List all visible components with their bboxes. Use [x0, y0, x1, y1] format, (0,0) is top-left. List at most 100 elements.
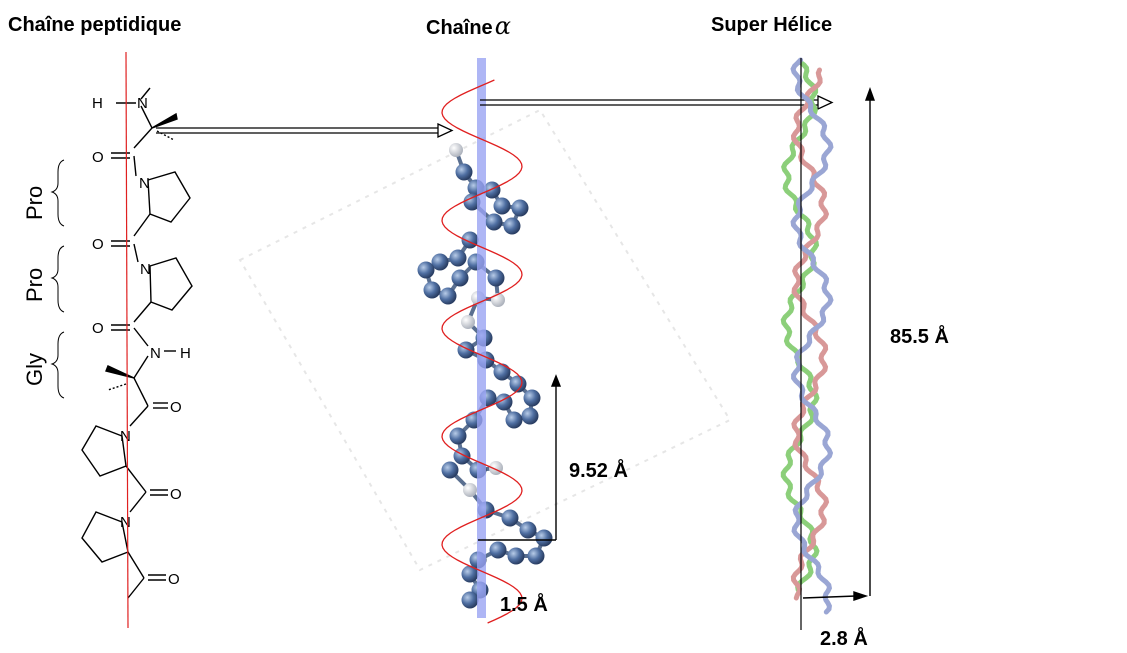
bond — [133, 213, 151, 237]
hydrogen-atom — [449, 143, 463, 157]
brace-gly — [50, 331, 65, 399]
atom-label-n: N — [137, 95, 148, 112]
bond — [129, 405, 149, 427]
heavy-atom — [423, 281, 441, 299]
strand-blue — [790, 57, 834, 615]
bond — [127, 577, 145, 599]
residue-label-pro-2: Pro — [22, 268, 47, 302]
bond — [133, 155, 137, 177]
heavy-atom — [449, 427, 467, 445]
bond — [140, 105, 153, 129]
super-helix-strands — [780, 57, 834, 615]
heavy-atom — [493, 363, 511, 381]
atom-label-o: O — [92, 236, 104, 253]
heavy-atom — [521, 407, 539, 425]
heavy-atom — [417, 261, 435, 279]
super-helix-title: Super Hélice — [711, 14, 832, 37]
atom-label-h: H — [92, 95, 103, 112]
atom-label-n: N — [120, 514, 131, 531]
heavy-atom — [449, 249, 467, 267]
hydrogen-atom — [461, 315, 475, 329]
pitch-indicator — [478, 374, 562, 541]
bond — [129, 491, 147, 513]
hydrogen-atom — [463, 483, 477, 497]
alpha-background-frame — [238, 108, 732, 572]
alpha-helix-trace — [441, 79, 523, 624]
atom-label-o: O — [92, 320, 104, 337]
super-helix-title-text: Super Hélice — [711, 14, 833, 36]
residue-label-gly: Gly — [22, 353, 47, 386]
super-rise-indicator — [802, 591, 869, 601]
alpha-chain-title-text: Chaîne — [426, 17, 493, 39]
heavy-atom — [441, 461, 459, 479]
alpha-symbol: α — [494, 12, 511, 40]
bond — [133, 243, 139, 263]
pitch-label: 9.52 Å — [569, 460, 628, 482]
residue-braces — [50, 159, 65, 399]
heavy-atom — [487, 269, 505, 287]
bond — [140, 87, 151, 100]
heavy-atom — [461, 591, 479, 609]
heavy-atom — [519, 521, 537, 539]
bond — [133, 377, 149, 407]
atom-label-o: O — [168, 571, 180, 588]
proline-ring-1 — [147, 171, 191, 223]
atom-label-o: O — [92, 149, 104, 166]
heavy-atom — [511, 199, 529, 217]
strand-green — [780, 59, 820, 593]
atom-label-o: O — [170, 399, 182, 416]
super-length-indicator — [865, 86, 875, 596]
wedge-bond — [151, 112, 178, 129]
heavy-atom — [505, 411, 523, 429]
heavy-atom — [439, 287, 457, 305]
peptide-chain-title: Chaîne peptidique — [8, 14, 181, 37]
heavy-atom — [457, 341, 475, 359]
atom-label-n: N — [139, 175, 150, 192]
hash-bond — [156, 130, 175, 141]
heavy-atom — [501, 509, 519, 527]
hash-bond — [107, 383, 127, 391]
alpha-helix-axis — [477, 58, 486, 618]
brace-pro-2 — [50, 245, 65, 313]
atom-label-h: H — [180, 345, 191, 362]
heavy-atom — [507, 547, 525, 565]
bond — [133, 301, 152, 323]
heavy-atom — [451, 269, 469, 287]
heavy-atom — [463, 193, 481, 211]
bond — [133, 355, 149, 379]
rise-label: 1.5 Å — [500, 594, 548, 616]
atom-label-o: O — [170, 486, 182, 503]
heavy-atom — [535, 529, 553, 547]
bond — [127, 551, 145, 579]
connector-arrow-peptide-to-alpha — [156, 122, 454, 139]
heavy-atom — [455, 163, 473, 181]
heavy-atom — [509, 375, 527, 393]
heavy-atom — [453, 447, 471, 465]
residue-labels: Pro Pro Gly — [22, 186, 47, 386]
heavy-atom — [483, 181, 501, 199]
atom-labels: H N O N O N O N H O N O N O — [92, 95, 191, 588]
wedge-bond — [105, 365, 135, 379]
heavy-atom — [485, 213, 503, 231]
bond — [133, 327, 149, 347]
atom-label-n: N — [120, 428, 131, 445]
peptide-chain-structure — [81, 87, 193, 599]
heavy-atom — [503, 217, 521, 235]
super-rise-label: 2.8 Å — [820, 628, 868, 650]
proline-ring-2 — [149, 257, 193, 311]
heavy-atom — [527, 547, 545, 565]
hydrogen-atom — [491, 293, 505, 307]
peptide-axis-line — [125, 51, 129, 629]
proline-ring-3 — [81, 425, 127, 477]
atom-label-n: N — [140, 261, 151, 278]
heavy-atom — [523, 389, 541, 407]
proline-ring-4 — [81, 511, 129, 563]
bond — [125, 465, 147, 493]
heavy-atom — [461, 565, 479, 583]
atom-label-n: N — [150, 345, 161, 362]
residue-label-pro-1: Pro — [22, 186, 47, 220]
bond — [133, 127, 153, 149]
brace-pro-1 — [50, 159, 65, 227]
